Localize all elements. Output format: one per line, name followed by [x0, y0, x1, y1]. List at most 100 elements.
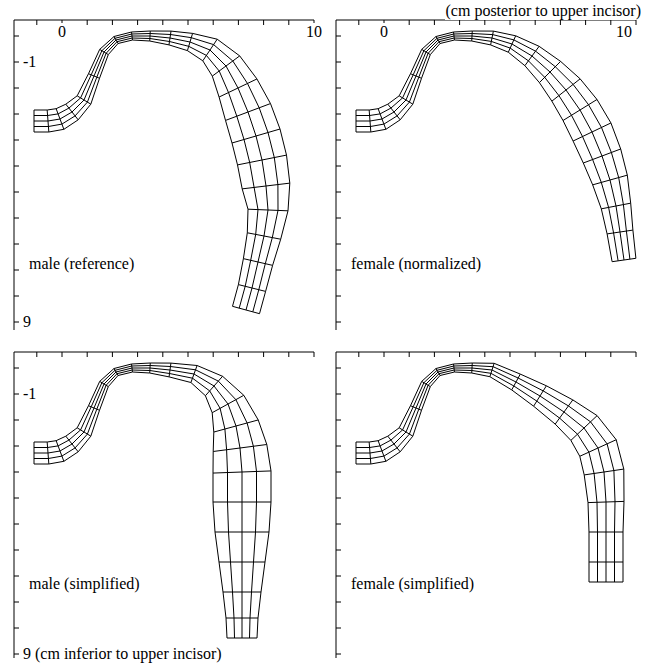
- stroke: [14, 20, 314, 21]
- stroke: [288, 20, 289, 25]
- stroke: [112, 20, 113, 25]
- stroke: [409, 20, 410, 25]
- axis-title: (cm posterior to upper incisor): [445, 2, 643, 20]
- stroke: [336, 628, 341, 629]
- stroke: [336, 602, 341, 603]
- stroke: [336, 352, 337, 658]
- tick-label: 10: [615, 23, 633, 41]
- stroke: [336, 420, 341, 421]
- stroke: [14, 166, 19, 167]
- stroke: [188, 20, 189, 25]
- stroke: [14, 140, 19, 141]
- tick-label: 9: [22, 313, 32, 331]
- grid-line: [356, 36, 624, 260]
- stroke: [14, 550, 19, 551]
- stroke: [87, 20, 88, 25]
- stroke: [112, 352, 113, 357]
- stroke: [137, 352, 138, 357]
- stroke: [14, 576, 19, 577]
- stroke: [336, 654, 341, 655]
- stroke: [36, 20, 37, 25]
- stroke: [336, 368, 341, 369]
- stroke: [336, 218, 341, 219]
- stroke: [162, 20, 163, 25]
- stroke: [409, 352, 410, 357]
- tract-grids: [34, 31, 636, 638]
- stroke: [14, 472, 19, 473]
- grid-line: [356, 363, 624, 582]
- stroke: [137, 20, 138, 25]
- stroke: [288, 352, 289, 357]
- stroke: [535, 20, 536, 25]
- stroke: [238, 20, 239, 25]
- stroke: [336, 140, 341, 141]
- stroke: [336, 270, 341, 271]
- stroke: [358, 352, 359, 357]
- stroke: [358, 20, 359, 25]
- stroke: [14, 394, 19, 395]
- stroke: [585, 20, 586, 25]
- stroke: [62, 352, 63, 357]
- grid-line: [34, 370, 235, 638]
- tick-label: 10: [305, 23, 323, 41]
- tick-label: -1: [22, 385, 37, 403]
- stroke: [459, 20, 460, 25]
- stroke: [636, 20, 637, 25]
- stroke: [14, 244, 19, 245]
- stroke: [263, 20, 264, 25]
- stroke: [213, 20, 214, 25]
- stroke: [484, 20, 485, 25]
- stroke: [336, 322, 341, 323]
- stroke: [459, 352, 460, 357]
- grid-line: [356, 366, 615, 583]
- stroke: [336, 296, 341, 297]
- stroke: [14, 36, 19, 37]
- stroke: [336, 244, 341, 245]
- stroke: [14, 628, 19, 629]
- stroke: [238, 352, 239, 357]
- tick-label: -1: [22, 53, 37, 71]
- stroke: [36, 352, 37, 357]
- stroke: [560, 20, 561, 25]
- stroke: [162, 352, 163, 357]
- stroke: [336, 352, 636, 353]
- stroke: [336, 20, 337, 330]
- axes: [14, 20, 636, 658]
- stroke: [610, 352, 611, 357]
- stroke: [14, 524, 19, 525]
- stroke: [14, 498, 19, 499]
- stroke: [560, 352, 561, 357]
- stroke: [535, 352, 536, 357]
- stroke: [336, 524, 341, 525]
- grid-line: [356, 38, 618, 261]
- stroke: [336, 62, 341, 63]
- stroke: [636, 352, 637, 357]
- stroke: [14, 296, 19, 297]
- stroke: [263, 352, 264, 357]
- stroke: [610, 20, 611, 25]
- stroke: [336, 166, 341, 167]
- stroke: [434, 20, 435, 25]
- stroke: [14, 352, 15, 658]
- stroke: [484, 352, 485, 357]
- stroke: [336, 394, 341, 395]
- stroke: [14, 218, 19, 219]
- stroke: [14, 322, 19, 323]
- tick-label: 0: [57, 23, 67, 41]
- stroke: [14, 420, 19, 421]
- stroke: [510, 352, 511, 357]
- stroke: [14, 270, 19, 271]
- stroke: [336, 550, 341, 551]
- stroke: [314, 352, 315, 357]
- stroke: [14, 352, 314, 353]
- stroke: [14, 192, 19, 193]
- stroke: [336, 114, 341, 115]
- stroke: [510, 20, 511, 25]
- stroke: [87, 352, 88, 357]
- panel-label: female (simplified): [350, 575, 475, 593]
- stroke: [14, 20, 15, 330]
- stroke: [336, 192, 341, 193]
- panel-label: male (reference): [28, 255, 135, 273]
- grid-line: [356, 370, 598, 582]
